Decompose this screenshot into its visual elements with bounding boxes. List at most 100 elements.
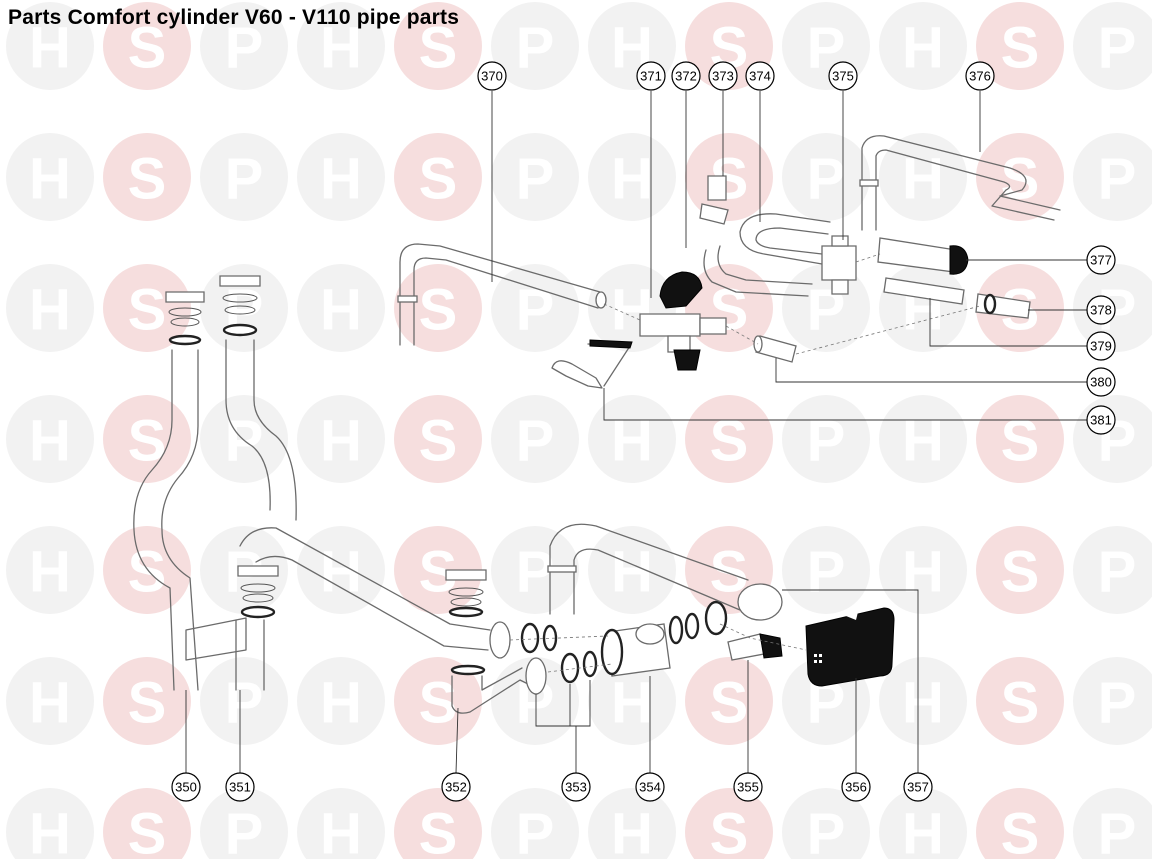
watermark-tile: H bbox=[6, 264, 94, 352]
watermark-tile: S bbox=[685, 2, 773, 90]
callout-378-text: 378 bbox=[1090, 303, 1112, 318]
svg-text:S: S bbox=[419, 147, 458, 212]
watermark-tile: H bbox=[879, 395, 967, 483]
callout-357-text: 357 bbox=[907, 780, 929, 795]
callout-356[interactable]: 356 bbox=[841, 772, 871, 802]
watermark-tile: H bbox=[588, 133, 676, 221]
callout-373[interactable]: 373 bbox=[708, 61, 738, 91]
watermark-tile: S bbox=[103, 133, 191, 221]
svg-text:S: S bbox=[128, 16, 167, 81]
svg-text:H: H bbox=[611, 147, 653, 212]
svg-text:P: P bbox=[807, 147, 846, 212]
callout-377[interactable]: 377 bbox=[1086, 245, 1116, 275]
watermark-tile: H bbox=[6, 133, 94, 221]
svg-text:S: S bbox=[1001, 16, 1040, 81]
svg-text:H: H bbox=[320, 16, 362, 81]
svg-text:H: H bbox=[902, 147, 944, 212]
svg-text:P: P bbox=[516, 16, 555, 81]
callout-378[interactable]: 378 bbox=[1086, 295, 1116, 325]
watermark-tile: H bbox=[588, 264, 676, 352]
svg-text:S: S bbox=[419, 278, 458, 343]
watermark-tile: H bbox=[879, 788, 967, 859]
watermark-tile: S bbox=[394, 133, 482, 221]
callout-379[interactable]: 379 bbox=[1086, 331, 1116, 361]
svg-text:S: S bbox=[128, 671, 167, 736]
callout-354-text: 354 bbox=[639, 780, 661, 795]
svg-text:P: P bbox=[807, 802, 846, 859]
callout-373-text: 373 bbox=[712, 69, 734, 84]
watermark-tile: H bbox=[879, 657, 967, 745]
callout-357[interactable]: 357 bbox=[903, 772, 933, 802]
watermark-tile: S bbox=[103, 395, 191, 483]
svg-text:S: S bbox=[128, 278, 167, 343]
watermark-tile: S bbox=[685, 395, 773, 483]
svg-text:P: P bbox=[1098, 147, 1137, 212]
callout-381-text: 381 bbox=[1090, 413, 1112, 428]
callout-353[interactable]: 353 bbox=[561, 772, 591, 802]
svg-text:H: H bbox=[320, 671, 362, 736]
watermark-tile: S bbox=[976, 526, 1064, 614]
watermark-tile: P bbox=[1073, 657, 1152, 745]
svg-text:H: H bbox=[902, 409, 944, 474]
svg-text:S: S bbox=[1001, 802, 1040, 859]
watermark-tile: P bbox=[200, 133, 288, 221]
callout-374[interactable]: 374 bbox=[745, 61, 775, 91]
callout-355[interactable]: 355 bbox=[733, 772, 763, 802]
watermark-tile: S bbox=[394, 264, 482, 352]
watermark-tile: H bbox=[297, 264, 385, 352]
watermark-tile: P bbox=[782, 133, 870, 221]
watermark-tile: H bbox=[6, 2, 94, 90]
watermark-tile: H bbox=[6, 395, 94, 483]
watermark-tile: P bbox=[1073, 2, 1152, 90]
callout-380-text: 380 bbox=[1090, 375, 1112, 390]
lower-pipe-assembly bbox=[133, 275, 895, 714]
svg-text:H: H bbox=[320, 409, 362, 474]
svg-text:H: H bbox=[29, 540, 71, 605]
callout-352[interactable]: 352 bbox=[441, 772, 471, 802]
svg-text:H: H bbox=[611, 540, 653, 605]
watermark-tile: H bbox=[879, 526, 967, 614]
callout-352-text: 352 bbox=[445, 780, 467, 795]
upper-pipe-assembly bbox=[397, 135, 1061, 389]
callout-372[interactable]: 372 bbox=[671, 61, 701, 91]
svg-text:S: S bbox=[710, 802, 749, 859]
callout-381[interactable]: 381 bbox=[1086, 405, 1116, 435]
svg-text:H: H bbox=[902, 540, 944, 605]
watermark-tile: H bbox=[297, 657, 385, 745]
svg-text:P: P bbox=[516, 409, 555, 474]
svg-text:H: H bbox=[611, 671, 653, 736]
callout-370[interactable]: 370 bbox=[477, 61, 507, 91]
svg-text:H: H bbox=[29, 16, 71, 81]
callout-354[interactable]: 354 bbox=[635, 772, 665, 802]
svg-text:H: H bbox=[29, 671, 71, 736]
callout-375[interactable]: 375 bbox=[828, 61, 858, 91]
watermark-tile: S bbox=[976, 2, 1064, 90]
watermark-tile: P bbox=[491, 526, 579, 614]
svg-text:H: H bbox=[29, 409, 71, 474]
callout-351[interactable]: 351 bbox=[225, 772, 255, 802]
callout-370-text: 370 bbox=[481, 69, 503, 84]
svg-text:H: H bbox=[611, 802, 653, 859]
svg-text:H: H bbox=[320, 278, 362, 343]
watermark-tile: H bbox=[879, 133, 967, 221]
watermark-tile: H bbox=[6, 788, 94, 859]
callout-350[interactable]: 350 bbox=[171, 772, 201, 802]
watermark-tile: H bbox=[297, 395, 385, 483]
callout-labels: 370 371 372 373 374 375 376 377 378 379 … bbox=[171, 61, 1116, 802]
callout-376[interactable]: 376 bbox=[965, 61, 995, 91]
watermark-tile: P bbox=[491, 264, 579, 352]
callout-371[interactable]: 371 bbox=[636, 61, 666, 91]
callout-375-text: 375 bbox=[832, 69, 854, 84]
callout-377-text: 377 bbox=[1090, 253, 1112, 268]
watermark-tile: P bbox=[491, 657, 579, 745]
svg-text:P: P bbox=[807, 409, 846, 474]
watermark-tile: S bbox=[976, 657, 1064, 745]
svg-text:P: P bbox=[225, 16, 264, 81]
svg-text:S: S bbox=[128, 540, 167, 605]
callout-351-text: 351 bbox=[229, 780, 251, 795]
callout-380[interactable]: 380 bbox=[1086, 367, 1116, 397]
callout-371-text: 371 bbox=[640, 69, 662, 84]
svg-text:S: S bbox=[1001, 409, 1040, 474]
